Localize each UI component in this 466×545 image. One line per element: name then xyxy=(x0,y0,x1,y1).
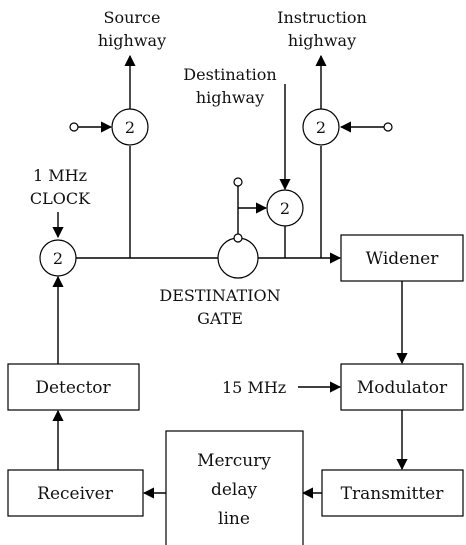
source-gate-number: 2 xyxy=(125,118,135,137)
instruction-highway-label-line1: Instruction xyxy=(277,8,367,27)
instruction-highway-label-line2: highway xyxy=(288,31,356,50)
destination-highway-label-line1: Destination xyxy=(183,65,276,84)
source-highway-label-line1: Source xyxy=(104,8,161,27)
transmitter-label: Transmitter xyxy=(341,484,445,504)
input-15mhz-label: 15 MHz xyxy=(222,378,286,397)
receiver-label: Receiver xyxy=(37,484,114,504)
clock-gate-number: 2 xyxy=(53,249,63,268)
mercury-label-line1: Mercury xyxy=(197,451,271,471)
clock-label-line2: CLOCK xyxy=(30,189,91,208)
clock-label-line1: 1 MHz xyxy=(33,166,87,185)
destination-gate-terminal xyxy=(233,233,243,243)
detector-label: Detector xyxy=(35,378,111,398)
destination-gate-label-line1: DESTINATION xyxy=(159,286,280,305)
widener-label: Widener xyxy=(366,249,440,269)
destination-gate-circle xyxy=(217,237,259,279)
modulator-label: Modulator xyxy=(357,378,448,398)
destination-small-gate-number: 2 xyxy=(280,199,290,218)
detector-box xyxy=(7,363,140,411)
instruction-input-terminal xyxy=(383,122,393,132)
destination-gate-label-line2: GATE xyxy=(197,309,243,328)
instruction-gate-number: 2 xyxy=(316,118,326,137)
source-input-terminal xyxy=(69,122,79,132)
receiver-box xyxy=(7,469,144,517)
destination-highway-label-line2: highway xyxy=(196,88,264,107)
modulator-box xyxy=(340,363,464,411)
mercury-label-line2: delay xyxy=(211,480,258,500)
mercury-label-line3: line xyxy=(218,509,250,529)
mercury-delay-line-box xyxy=(165,430,304,545)
source-highway-label-line2: highway xyxy=(98,31,166,50)
destination-top-terminal xyxy=(233,177,243,187)
